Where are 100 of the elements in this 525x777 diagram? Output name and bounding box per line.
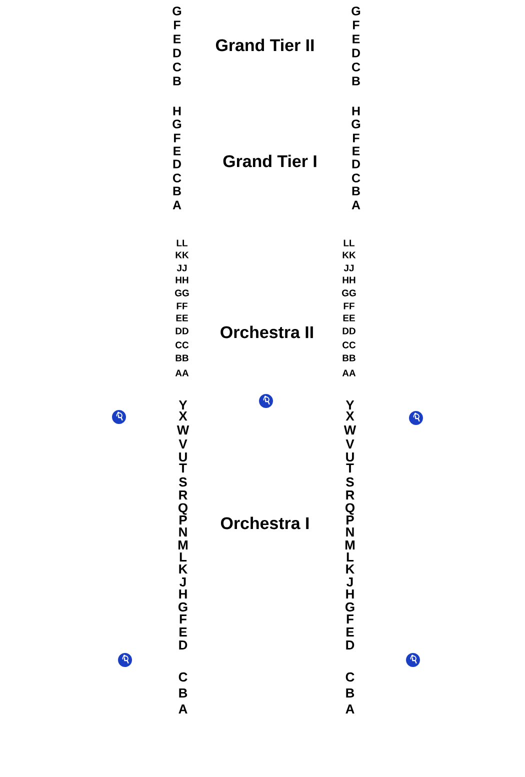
row-letter: C [352,174,360,182]
row-letter: R [346,490,354,500]
row-letter: KK [342,252,356,258]
row-letter: N [179,528,187,536]
row-letter: C [178,672,188,682]
row-letter: F [174,20,180,30]
row-letter: FF [176,302,188,310]
row-letter: T [179,464,187,472]
row-letter: H [179,590,187,598]
row-letter: KK [176,252,189,258]
row-letter: JJ [176,264,187,272]
row-letter: S [346,477,354,487]
row-letter: B [346,688,354,698]
row-letter: B [173,76,181,86]
row-letter: G [352,120,360,128]
row-letter: LL [176,240,188,246]
row-letter: LL [344,240,354,246]
section-name: Orchestra II [220,326,313,338]
row-letter: X [346,412,354,420]
row-letter: E [174,34,181,44]
row-letter: D [352,48,360,58]
row-letter: HH [176,276,188,284]
row-letter: B [173,186,181,196]
row-letter: H [173,106,181,116]
row-letter: Y [346,400,354,410]
row-letter: EE [343,314,355,322]
row-letter: F [180,614,186,624]
row-letter: Y [178,400,188,410]
row-letter: DD [176,328,188,334]
row-letter: E [180,628,187,636]
row-letter: G [172,120,182,128]
row-letter: L [180,552,187,562]
row-letter: F [174,134,180,142]
row-letter: D [352,160,360,168]
row-letter: P [346,516,354,524]
row-letter: J [346,578,353,587]
section-name: Orchestra I [220,516,309,530]
row-letter: V [346,440,354,448]
row-letter: F [346,614,354,624]
section-name: Grand Tier II [216,38,314,52]
row-letter: JJ [344,264,354,272]
row-letter: G [178,602,188,612]
row-letter: D [346,640,354,650]
row-letter: EE [176,314,188,322]
row-letter: AA [175,370,189,376]
row-letter: P [180,516,187,524]
row-letter: A [178,704,188,714]
row-letter: BB [176,354,188,362]
row-letter: R [179,490,188,500]
row-letter: W [176,426,190,434]
row-letter: DD [342,328,356,334]
section-name: Grand Tier I [223,154,316,168]
row-letter: B [352,186,360,196]
row-letter: D [173,160,181,168]
row-letter: E [352,146,360,156]
row-letter: L [346,552,354,562]
row-letter: K [346,564,355,574]
row-letter: C [173,62,182,72]
row-letter: H [346,590,354,598]
row-letter: N [346,528,354,536]
row-letter: K [179,564,188,574]
row-letter: S [179,477,187,487]
row-letter: AA [342,370,356,376]
row-letter: D [173,48,181,58]
row-letter: G [346,602,354,612]
row-letter: E [352,34,360,44]
row-letter: C [173,174,182,182]
row-letter: U [346,452,354,462]
row-letter: A [172,200,182,210]
row-letter: U [179,452,187,462]
row-letter: F [353,134,360,142]
row-letter: C [352,62,360,72]
row-letter: E [346,628,354,636]
row-letter: V [178,440,188,448]
row-letter: CC [176,342,189,348]
row-letter: F [353,20,360,30]
row-letter: GG [342,290,356,296]
row-letter: G [352,6,360,16]
row-letter: J [180,578,186,587]
row-letter: T [346,464,354,472]
row-letter: BB [342,354,356,362]
row-letter: GG [175,290,189,296]
row-letter: FF [344,302,354,310]
row-letter: A [352,200,360,210]
row-letter: X [178,412,188,420]
row-letter: HH [342,276,356,284]
row-letter: CC [342,342,356,348]
row-letter: C [346,672,354,682]
row-letter: A [346,704,354,714]
row-letter: B [179,688,188,698]
row-letter: Q [178,503,188,515]
row-letter: B [352,76,360,86]
row-letter: G [172,6,182,16]
row-letter: Q [346,503,354,515]
row-letter: M [178,540,188,550]
row-letter: W [344,426,356,434]
row-letter: M [345,540,355,550]
row-letter: E [174,146,181,156]
row-letter: D [179,640,188,650]
row-letter: H [352,106,360,116]
